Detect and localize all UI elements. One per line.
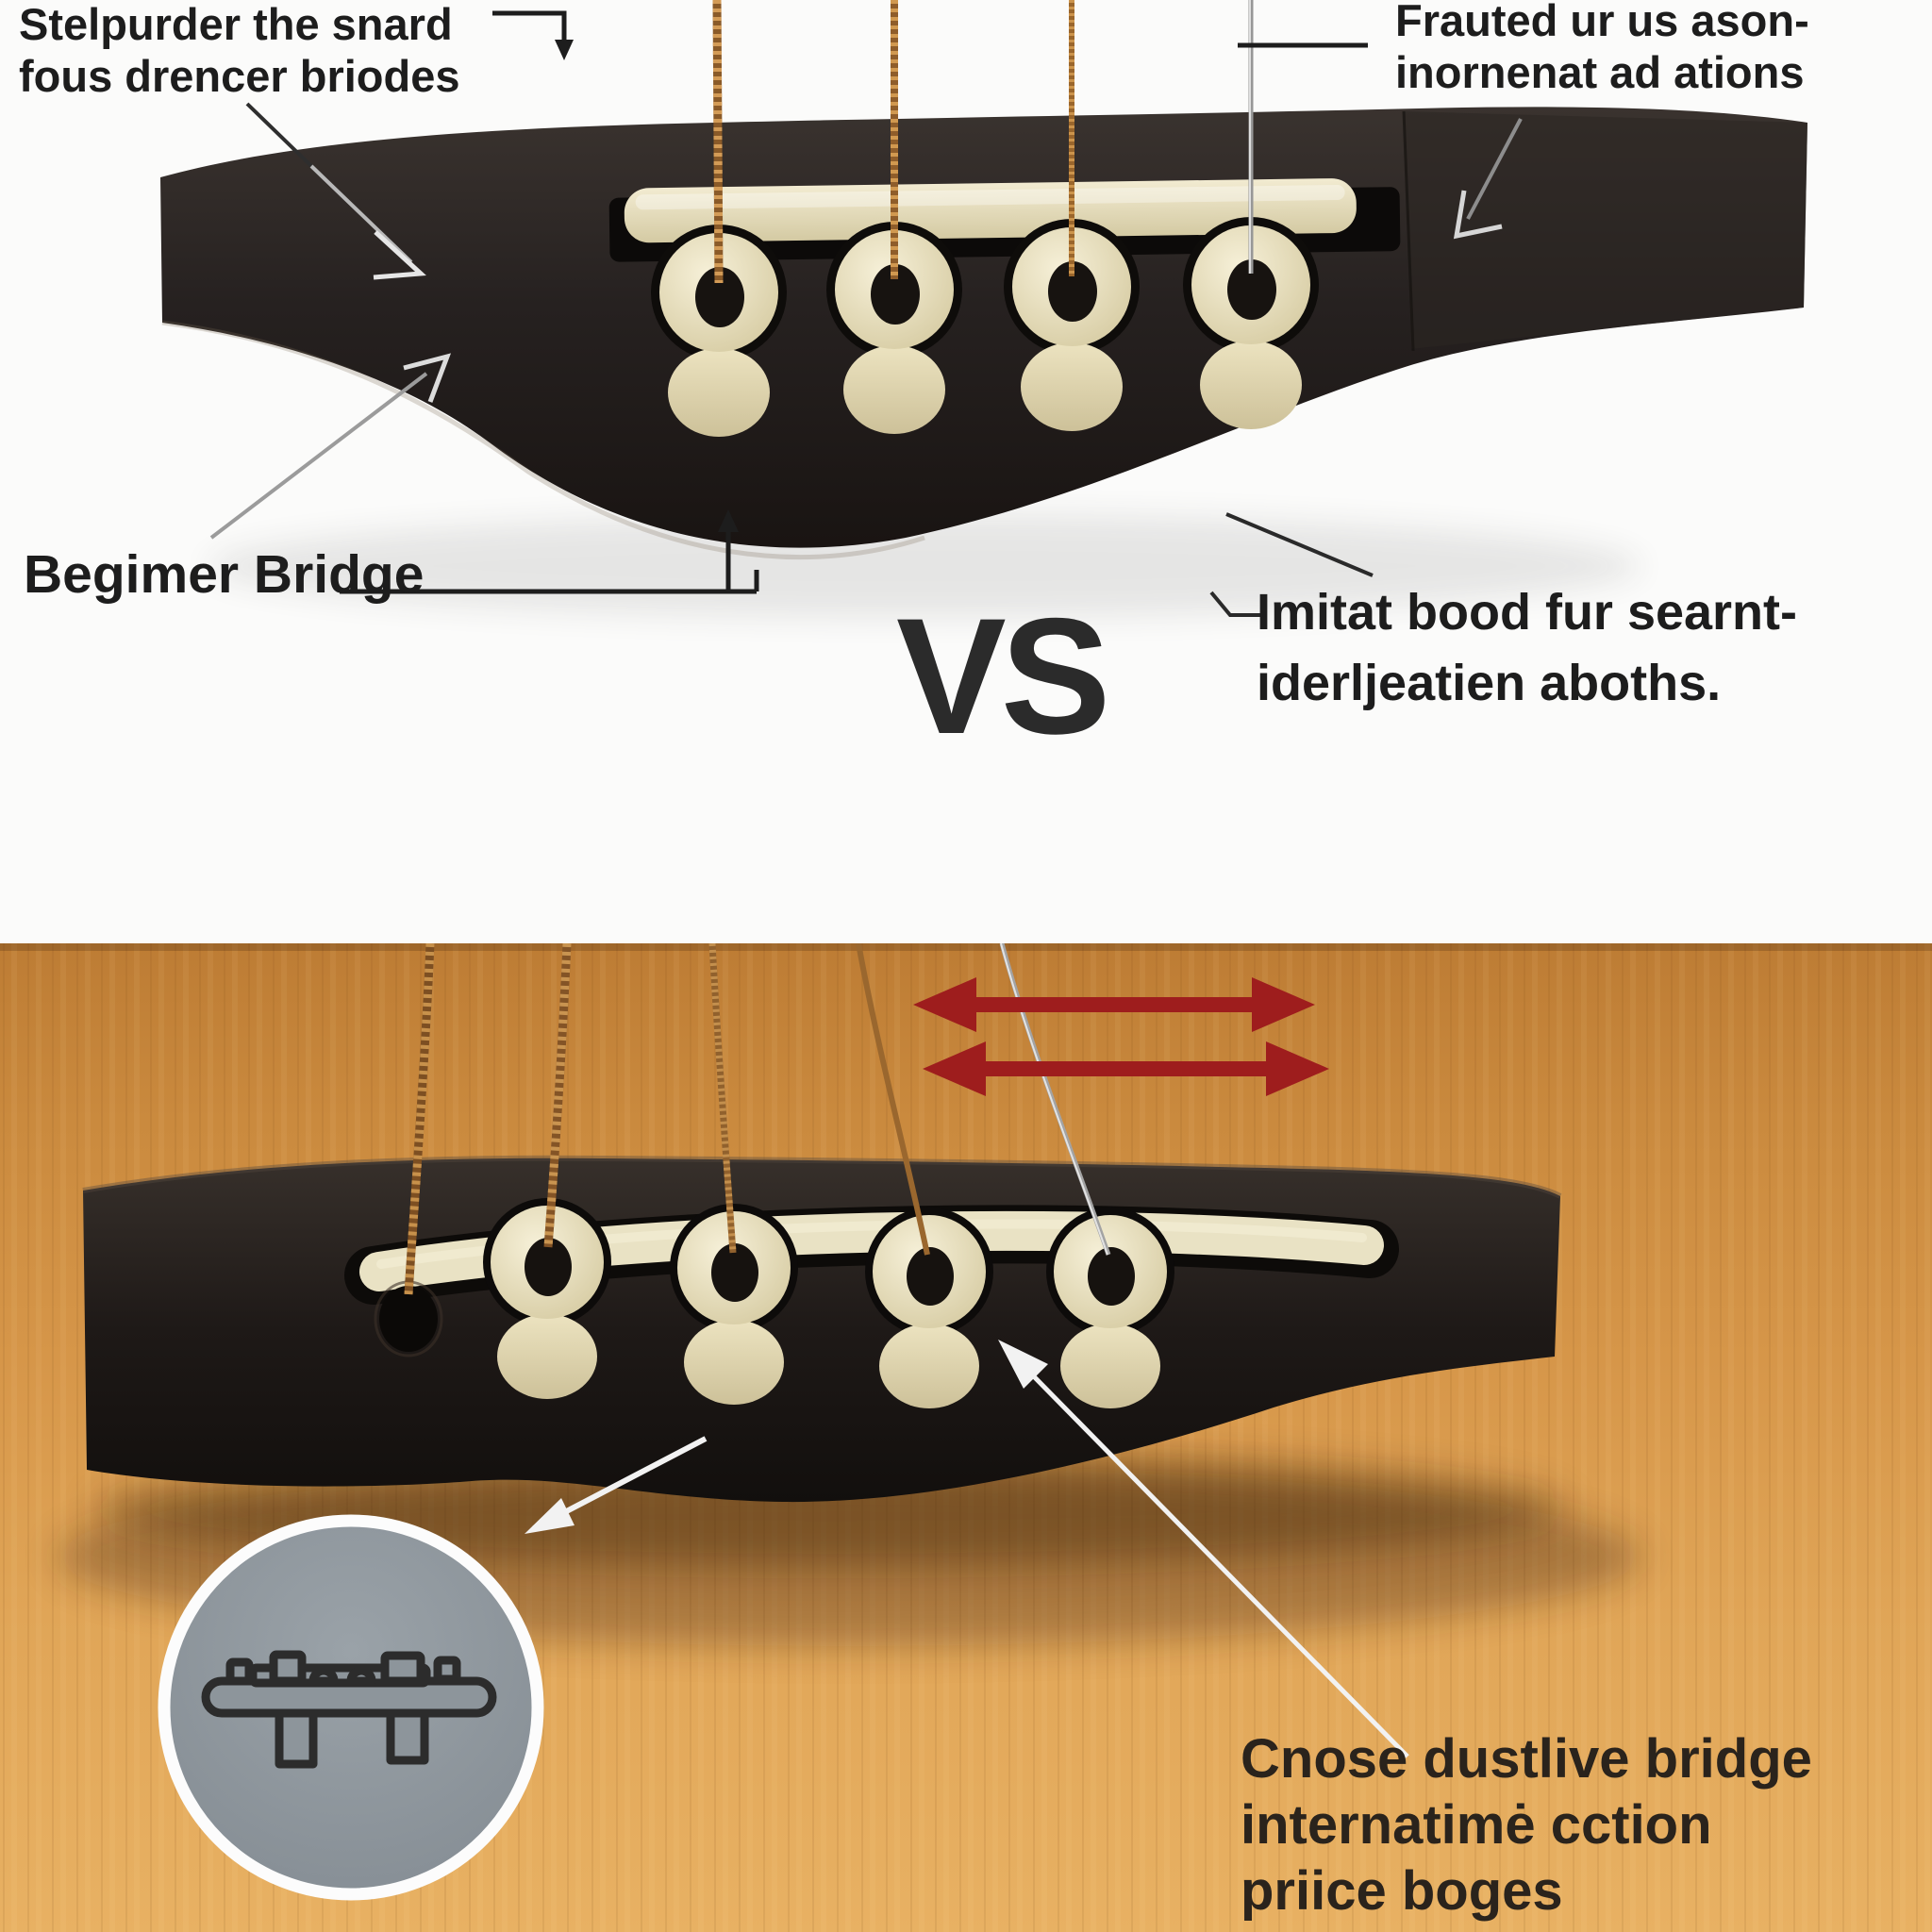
bridge-pin	[1004, 219, 1140, 431]
callout-bracket-bridge-label	[340, 509, 759, 594]
bridge-pins	[651, 217, 1319, 437]
white-arrow-to-pin	[998, 1340, 1409, 1758]
annotation-bottom-right: Cnose dustlive bridge internatimė cction…	[1241, 1726, 1812, 1924]
callout-lines-right-label	[1209, 512, 1374, 617]
bottom-bridge-photo	[0, 943, 1932, 1932]
callout-down-arrow-icon	[492, 10, 574, 60]
top-comparison-panel: Stelpurder the snard fous drencer briode…	[0, 0, 1932, 943]
bridge-pin	[483, 1198, 611, 1399]
top-bridge-photo	[0, 0, 1932, 943]
annotation-top-right: Frauted ur us ason- inornenat ad ations	[1395, 0, 1809, 98]
bottom-comparison-panel: Cnose dustlive bridge internatimė cction…	[0, 943, 1932, 1932]
annotation-line: inornenat ad ations	[1395, 47, 1805, 97]
bridge-pin	[1046, 1208, 1174, 1408]
annotation-right-middle: Imitat bood fur searnt- iderljeatien abo…	[1257, 577, 1797, 719]
panel-seam	[0, 943, 1932, 951]
bridge-pins	[483, 1198, 1174, 1408]
vs-divider-text: VS	[896, 585, 1110, 769]
callout-arrow-right-wing	[1453, 118, 1523, 240]
annotation-line: Imitat bood fur searnt-	[1257, 584, 1798, 641]
red-double-arrow	[923, 1041, 1329, 1096]
bridge-pin	[865, 1208, 993, 1408]
annotation-line: Frauted ur us ason-	[1395, 0, 1809, 45]
bridge-label: Begimer Bridge	[24, 544, 425, 605]
callout-arrow-top-left	[245, 102, 426, 280]
annotation-line: Cnose dustlive bridge	[1241, 1728, 1812, 1790]
annotation-line: priice boges	[1241, 1860, 1563, 1922]
white-arrow-to-inset	[525, 1436, 708, 1534]
bridge-diagram-icon	[201, 1650, 497, 1769]
annotation-top-left: Stelpurder the snard fous drencer briode…	[19, 0, 460, 102]
annotation-line: iderljeatien aboths.	[1257, 655, 1722, 711]
bridge-pin	[826, 222, 962, 434]
annotation-line: internatimė cction	[1241, 1794, 1712, 1856]
guitar-strings	[404, 943, 1111, 1295]
bridge-pin	[651, 225, 787, 437]
callout-arrow-bridge-face	[209, 353, 452, 540]
red-double-arrow	[913, 977, 1315, 1032]
bridge-pin	[1183, 217, 1319, 429]
annotation-line: Stelpurder the snard	[19, 0, 453, 49]
inset-circle	[158, 1514, 544, 1901]
bridge-pin	[670, 1204, 798, 1405]
annotation-line: fous drencer briodes	[19, 51, 460, 101]
